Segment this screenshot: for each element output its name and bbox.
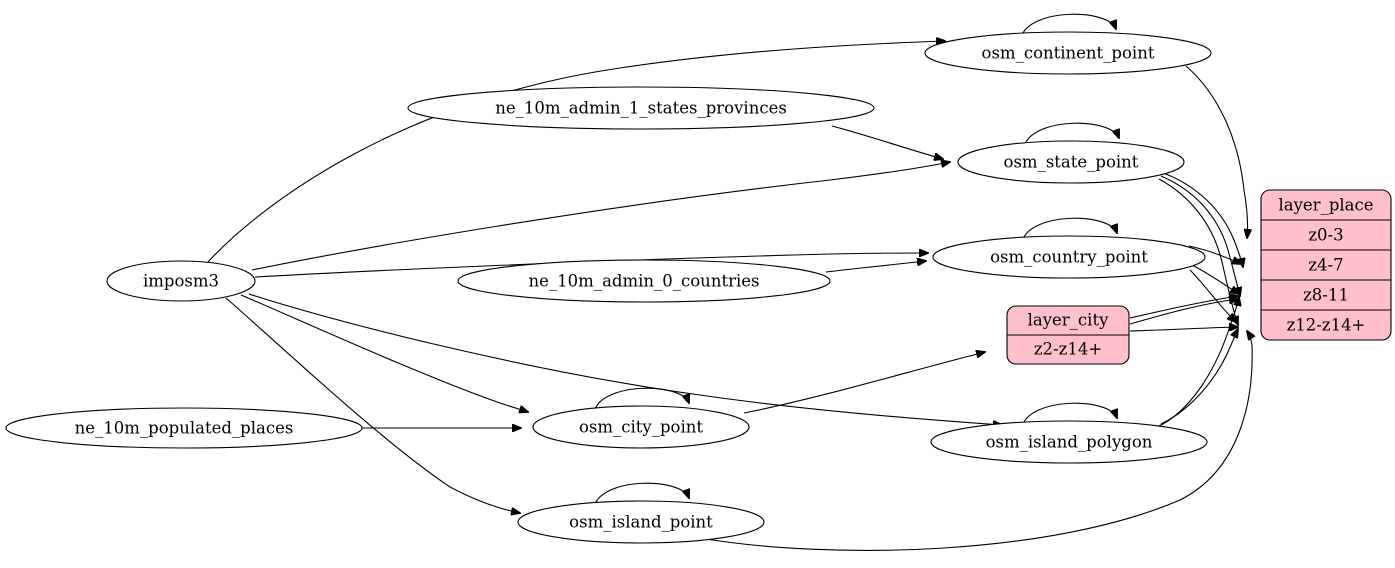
edge-layer_city-to-layer_place-z8-11-b bbox=[1129, 299, 1238, 325]
node-label: ne_10m_admin_0_countries bbox=[529, 272, 760, 291]
node-osm_country_point[interactable]: osm_country_point bbox=[932, 235, 1206, 279]
node-imposm3[interactable]: imposm3 bbox=[106, 260, 256, 302]
node-label: osm_city_point bbox=[579, 418, 703, 437]
layer_place-row-z0-3-label: z0-3 bbox=[1308, 226, 1343, 245]
edge-ne_10m_admin_0_countries-to-osm_country_point bbox=[825, 261, 926, 273]
node-label: osm_island_point bbox=[569, 513, 713, 532]
edge-layer_city-to-layer_place-z12-z14plus bbox=[1129, 327, 1238, 332]
node-ne_10m_admin_0_countries[interactable]: ne_10m_admin_0_countries bbox=[457, 259, 831, 303]
selfloop-osm_state_point bbox=[1023, 122, 1119, 148]
layer_place-row-z4-7-label: z4-7 bbox=[1308, 256, 1343, 275]
node-osm_continent_point[interactable]: osm_continent_point bbox=[924, 31, 1212, 75]
node-shape-ellipse bbox=[457, 259, 831, 303]
edge-osm_state_point-to-layer_place-z8-11 bbox=[1160, 175, 1240, 296]
edge-osm_country_point-to-layer_place-z4-7 bbox=[1188, 245, 1241, 264]
node-label: osm_country_point bbox=[990, 248, 1148, 267]
layer_place-box bbox=[1260, 189, 1392, 341]
edge-imposm3-to-osm_island_polygon bbox=[248, 293, 1002, 425]
edge-imposm3-to-osm_city_point bbox=[240, 294, 528, 412]
edge-osm_country_point-to-layer_place-z8-11 bbox=[1191, 264, 1239, 294]
node-osm_state_point[interactable]: osm_state_point bbox=[957, 140, 1185, 184]
node-shape-ellipse bbox=[932, 235, 1206, 279]
layer_city-header-label: layer_city bbox=[1028, 311, 1109, 330]
layer_place-row-z12-z14plus-label: z12-z14+ bbox=[1287, 316, 1366, 335]
layer_city-row-z2-z14plus-label: z2-z14+ bbox=[1034, 340, 1102, 359]
edge-osm_country_point-to-layer_place-z12-z14plus bbox=[1189, 269, 1236, 322]
layer-node-layer: layer_place z0-3 z4-7 z8-11 z12-z14+ lay… bbox=[1006, 189, 1392, 365]
edge-osm_island_point-to-layer_place-z12-z14plus bbox=[699, 331, 1252, 551]
edge-osm_continent_point-to-layer_place-z0-3 bbox=[1185, 65, 1248, 238]
edge-osm_island_polygon-to-layer_place-z12-z14plus bbox=[1160, 329, 1238, 425]
edge-layer_city-to-layer_place-z8-11-a bbox=[1129, 296, 1238, 319]
selfloop-osm_island_point bbox=[593, 482, 689, 508]
selfloop-osm_country_point bbox=[1021, 217, 1117, 243]
edge-imposm3-to-osm_island_point bbox=[225, 297, 520, 513]
node-shape-ellipse bbox=[517, 500, 765, 544]
node-shape-ellipse bbox=[106, 260, 256, 302]
node-shape-ellipse bbox=[532, 405, 750, 449]
edge-ne_10m_admin_1_states_provinces-to-osm_state_point bbox=[831, 125, 943, 159]
node-label: osm_state_point bbox=[1004, 153, 1139, 172]
node-osm_island_point[interactable]: osm_island_point bbox=[517, 500, 765, 544]
edge-osm_island_polygon-to-layer_place-z8-11 bbox=[1156, 297, 1239, 428]
node-label: ne_10m_admin_1_states_provinces bbox=[495, 99, 787, 118]
layer_place-row-z8-11-label: z8-11 bbox=[1303, 286, 1349, 305]
layer_place-header-label: layer_place bbox=[1278, 196, 1373, 215]
node-osm_island_polygon[interactable]: osm_island_polygon bbox=[930, 420, 1208, 464]
edge-osm_city_point-to-layer_city-z2-z14plus bbox=[743, 352, 985, 414]
node-shape-ellipse bbox=[407, 86, 875, 130]
edge-imposm3-to-osm_country_point bbox=[254, 253, 928, 278]
node-shape-ellipse bbox=[5, 407, 363, 449]
node-layer: imposm3 ne_10m_populated_places ne_10m_a… bbox=[5, 31, 1212, 544]
node-ne_10m_populated_places[interactable]: ne_10m_populated_places bbox=[5, 407, 363, 449]
selfloop-osm_city_point bbox=[593, 387, 689, 413]
selfloop-osm_continent_point bbox=[1020, 13, 1116, 39]
node-ne_10m_admin_1_states_provinces[interactable]: ne_10m_admin_1_states_provinces bbox=[407, 86, 875, 130]
edge-imposm3-to-osm_continent_point bbox=[206, 41, 945, 264]
node-shape-ellipse bbox=[930, 420, 1208, 464]
edge-osm_state_point-to-layer_place-z12-z14plus bbox=[1158, 178, 1238, 325]
node-label: osm_island_polygon bbox=[986, 433, 1153, 452]
node-layer_place[interactable]: layer_place z0-3 z4-7 z8-11 z12-z14+ bbox=[1260, 189, 1392, 341]
node-label: imposm3 bbox=[143, 272, 219, 291]
edge-layer bbox=[206, 13, 1252, 551]
edge-imposm3-to-osm_state_point bbox=[251, 162, 950, 271]
selfloop-osm_island_polygon bbox=[1021, 402, 1117, 428]
node-osm_city_point[interactable]: osm_city_point bbox=[532, 405, 750, 449]
node-label: osm_continent_point bbox=[982, 44, 1155, 63]
node-shape-ellipse bbox=[924, 31, 1212, 75]
node-label: ne_10m_populated_places bbox=[75, 419, 294, 438]
node-shape-ellipse bbox=[957, 140, 1185, 184]
node-layer_city[interactable]: layer_city z2-z14+ bbox=[1006, 305, 1130, 365]
